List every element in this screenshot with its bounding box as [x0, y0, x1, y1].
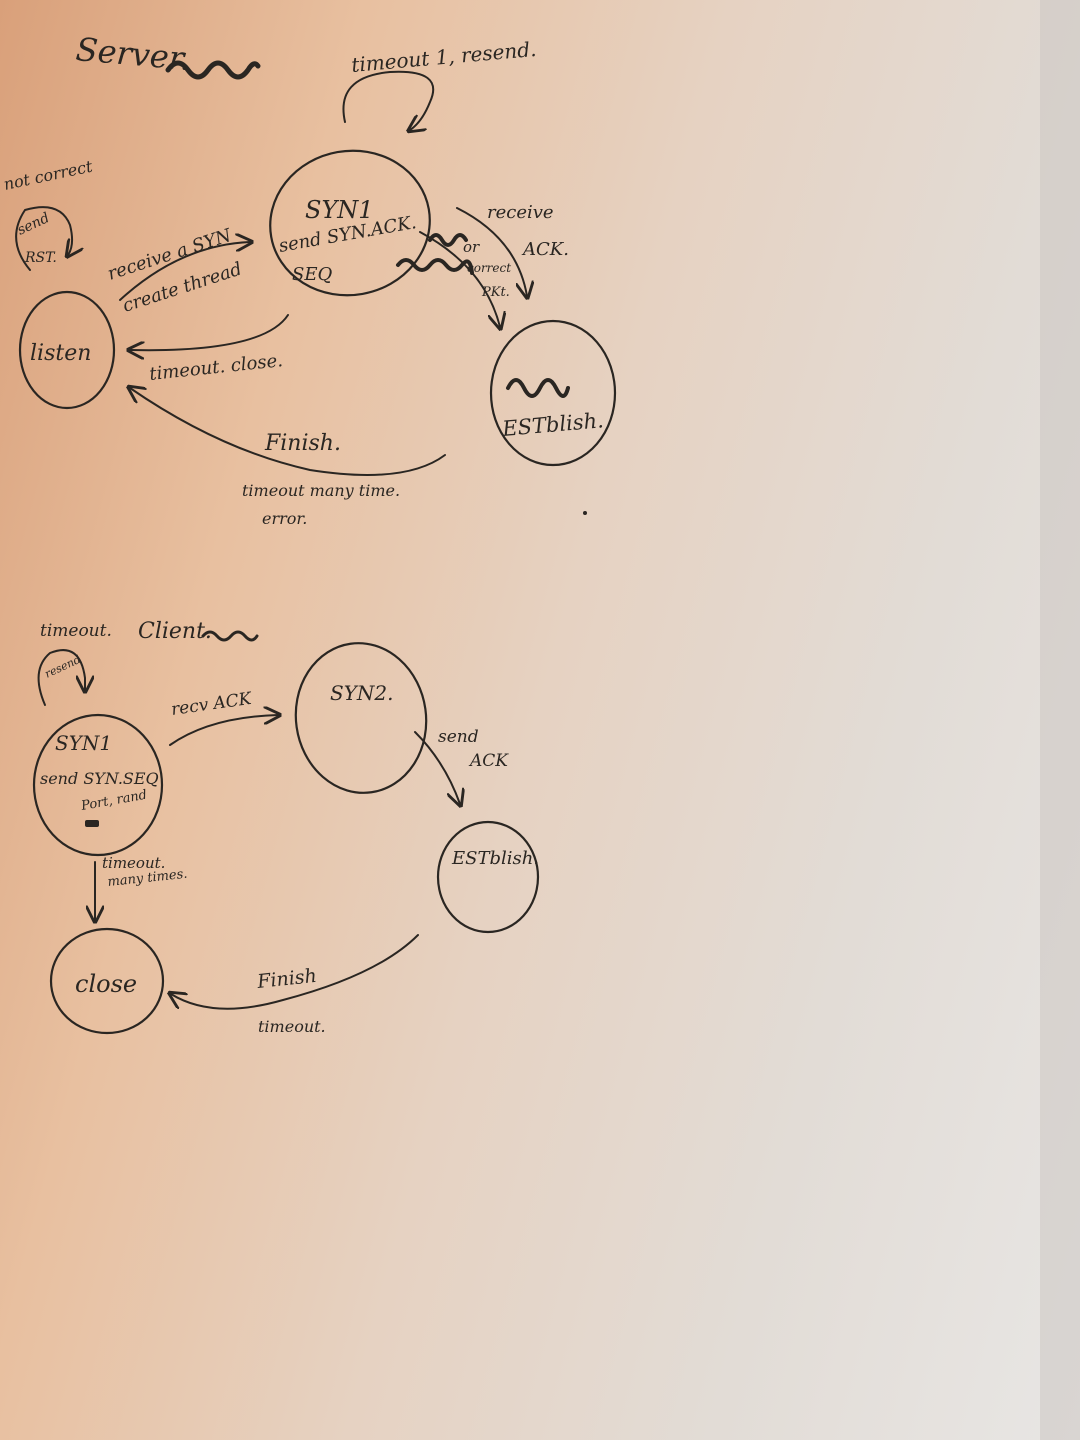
- server-arrow-syn1-to-establish-ack: [456, 207, 527, 296]
- client-label-timeout: timeout.: [40, 621, 112, 641]
- stray-pen-dot: [583, 511, 587, 515]
- client-state-establish: [436, 820, 540, 934]
- server-label-ack: ACK.: [521, 239, 569, 260]
- server-label-rst: RST.: [24, 250, 57, 266]
- server-label-send: send: [15, 210, 52, 239]
- client-label-timeout-1: timeout.: [102, 854, 165, 872]
- client-label-recv-ack: recv ACK: [170, 689, 254, 720]
- client-arrow-resend-loop: [37, 649, 85, 706]
- server-scribble-syn: [396, 258, 474, 275]
- server-state-syn1: [269, 149, 431, 297]
- server-diagram: Server. listen SYN1 send SYN.ACK. SEQ ES…: [2, 30, 617, 528]
- page-edge-shadow: [1040, 0, 1080, 1440]
- client-state-syn2-label: SYN2.: [330, 681, 394, 705]
- server-establish-scribble: [506, 378, 570, 398]
- client-state-syn2: [294, 642, 428, 794]
- client-label-finish: Finish: [255, 965, 318, 993]
- client-title: Client.: [138, 619, 212, 644]
- server-state-listen: [18, 290, 116, 410]
- client-label-ack: ACK: [468, 751, 509, 771]
- client-state-syn1-port: Port, rand: [79, 788, 148, 814]
- client-label-resend: resend: [43, 653, 83, 681]
- client-state-syn1-action: send SYN.SEQ: [40, 769, 159, 788]
- client-arrow-syn2-to-establish: [414, 731, 460, 804]
- server-arrow-syn1-to-listen: [130, 314, 289, 350]
- server-label-correct: correct: [467, 261, 511, 275]
- server-label-pkt: PKt.: [481, 285, 510, 300]
- client-ink-blot: [85, 820, 99, 827]
- server-label-error: error.: [262, 509, 307, 528]
- server-state-syn1-seq: SEQ: [292, 264, 332, 285]
- client-arrow-syn1-to-syn2: [169, 715, 278, 746]
- client-label-send: send: [438, 727, 479, 747]
- server-state-establish-label: ESTblish.: [500, 408, 604, 441]
- server-label-timeout-many: timeout many time.: [242, 481, 400, 500]
- server-state-establish: [489, 319, 617, 467]
- server-label-timeout-close: timeout. close.: [148, 350, 284, 385]
- client-state-syn1-label: SYN1: [55, 731, 112, 755]
- client-arrow-establish-to-close: [171, 934, 419, 1010]
- client-diagram: Client. timeout. resend SYN1 send SYN.SE…: [32, 619, 540, 1036]
- server-arrow-listen-to-syn1: [119, 242, 250, 301]
- server-label-finish: Finish.: [264, 431, 341, 456]
- server-label-or: or: [463, 238, 480, 256]
- server-arrow-not-correct-loop: [15, 206, 72, 271]
- client-scribble: [201, 630, 259, 642]
- client-state-close: [49, 927, 165, 1035]
- client-label-timeout-2: timeout.: [258, 1017, 326, 1036]
- server-title: Server.: [74, 30, 192, 78]
- server-scribble-send: [428, 233, 468, 247]
- server-label-timeout-resend: timeout 1, resend.: [350, 37, 537, 77]
- server-state-syn1-label: SYN1: [305, 196, 374, 224]
- server-label-receive: receive: [487, 202, 554, 223]
- client-state-close-label: close: [75, 970, 137, 998]
- server-arrow-timeout-resend-loop: [342, 70, 435, 130]
- client-state-establish-label: ESTblish.: [451, 848, 539, 869]
- server-label-not-correct: not correct: [2, 156, 95, 193]
- server-arrow-establish-to-listen: [130, 388, 446, 476]
- server-state-listen-label: listen: [30, 341, 91, 366]
- client-state-syn1: [32, 713, 164, 857]
- server-arrow-syn1-to-establish-pkt: [419, 231, 500, 327]
- server-scribble: [165, 60, 261, 80]
